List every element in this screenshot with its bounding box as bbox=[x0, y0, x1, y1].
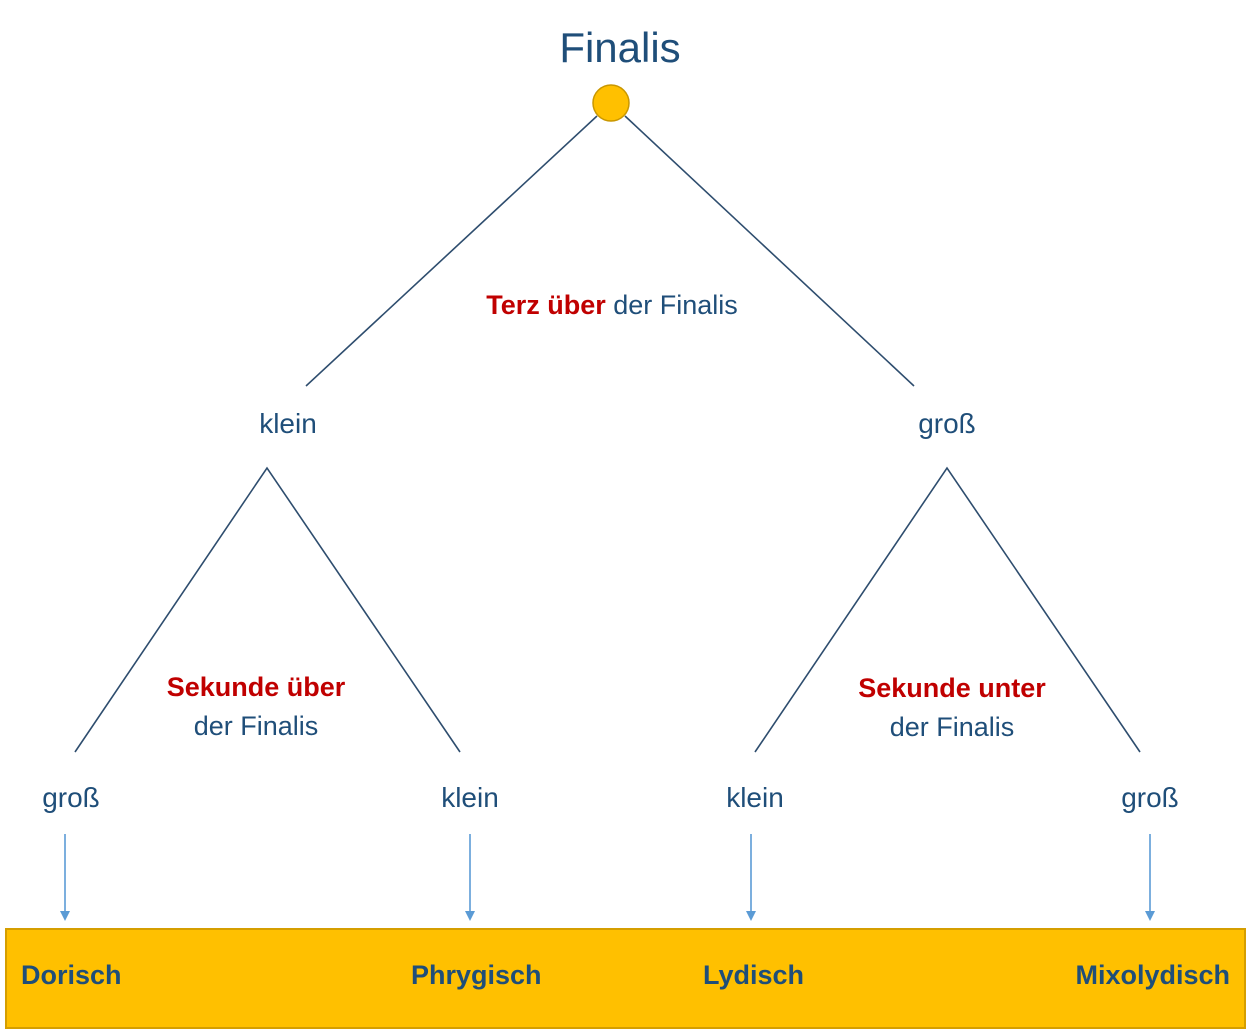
question-sekunde-unter: Sekunde unter der Finalis bbox=[858, 669, 1046, 747]
leaf-sekunde-ueber-gross: groß bbox=[42, 782, 100, 813]
branch-left-subtree bbox=[74, 466, 461, 753]
branch-right-subtree bbox=[754, 466, 1141, 753]
question-sekunde-ueber: Sekunde über der Finalis bbox=[167, 668, 346, 746]
node-terz-gross: groß bbox=[918, 408, 976, 439]
question-terz: Terz über der Finalis bbox=[486, 286, 738, 325]
question-sekunde-unter-emphasis: Sekunde unter bbox=[858, 673, 1046, 703]
modes-band bbox=[5, 928, 1246, 1029]
mode-lydisch: Lydisch bbox=[703, 960, 805, 990]
branch-root-right bbox=[624, 115, 915, 387]
mode-phrygisch: Phrygisch bbox=[411, 960, 542, 990]
node-terz-klein: klein bbox=[259, 408, 317, 439]
diagram-title: Finalis bbox=[559, 24, 681, 71]
question-terz-rest: der Finalis bbox=[613, 290, 738, 320]
leaf-sekunde-unter-klein: klein bbox=[726, 782, 784, 813]
question-sekunde-ueber-emphasis: Sekunde über bbox=[166, 672, 346, 702]
mode-mixolydisch: Mixolydisch bbox=[1075, 960, 1230, 990]
leaf-sekunde-ueber-klein: klein bbox=[441, 782, 499, 813]
question-sekunde-ueber-rest: der Finalis bbox=[193, 711, 319, 742]
leaf-sekunde-unter-gross: groß bbox=[1121, 782, 1179, 813]
question-terz-emphasis: Terz über bbox=[486, 290, 606, 320]
branch-root-left bbox=[305, 115, 598, 387]
mode-dorisch: Dorisch bbox=[21, 960, 122, 990]
question-sekunde-unter-rest: der Finalis bbox=[889, 712, 1015, 743]
root-node-circle bbox=[592, 84, 630, 122]
